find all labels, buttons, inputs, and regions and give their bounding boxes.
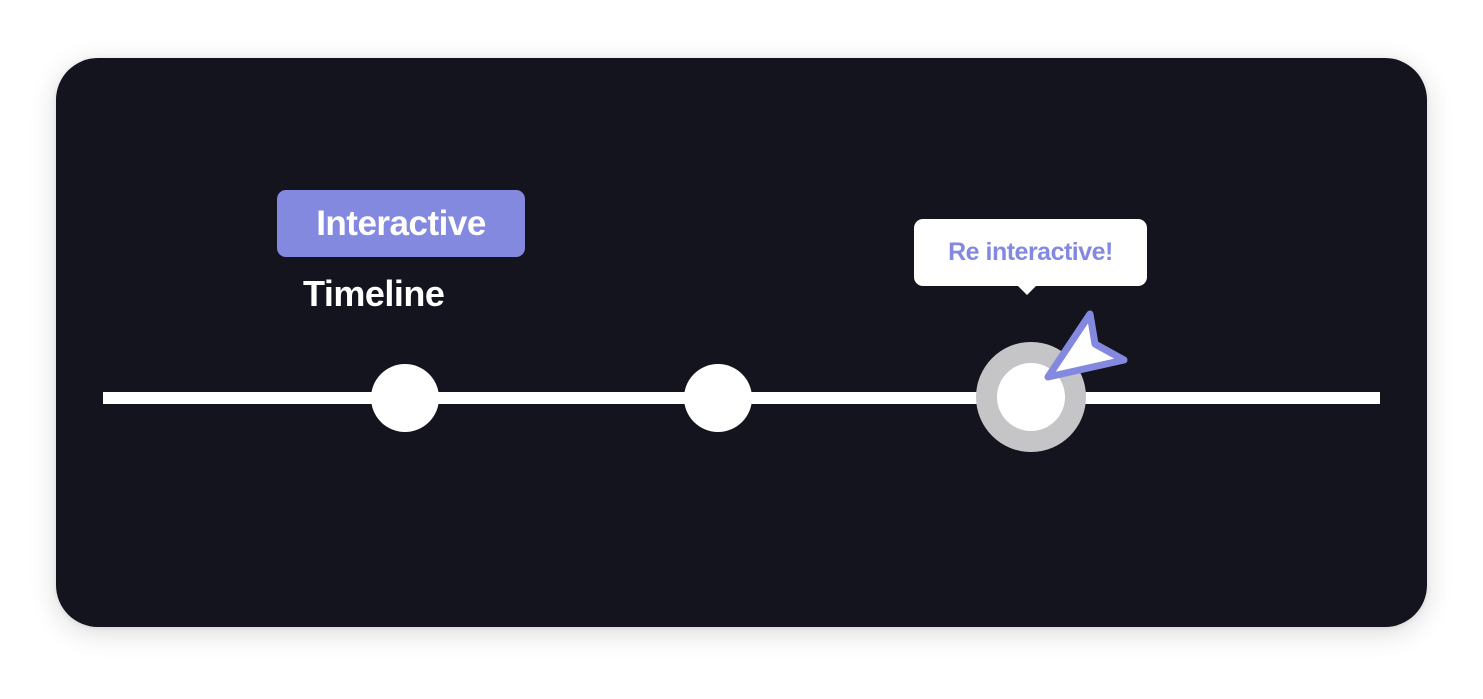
tooltip: Re interactive! bbox=[914, 219, 1147, 286]
timeline-node-2[interactable] bbox=[684, 364, 752, 432]
timeline-card: Interactive Timeline Re interactive! bbox=[56, 58, 1427, 627]
timeline-node-1[interactable] bbox=[371, 364, 439, 432]
title-tag: Interactive bbox=[277, 190, 525, 257]
cursor-pointer-icon bbox=[1044, 310, 1128, 381]
tooltip-tail bbox=[1016, 284, 1038, 295]
subtitle: Timeline bbox=[303, 273, 445, 314]
